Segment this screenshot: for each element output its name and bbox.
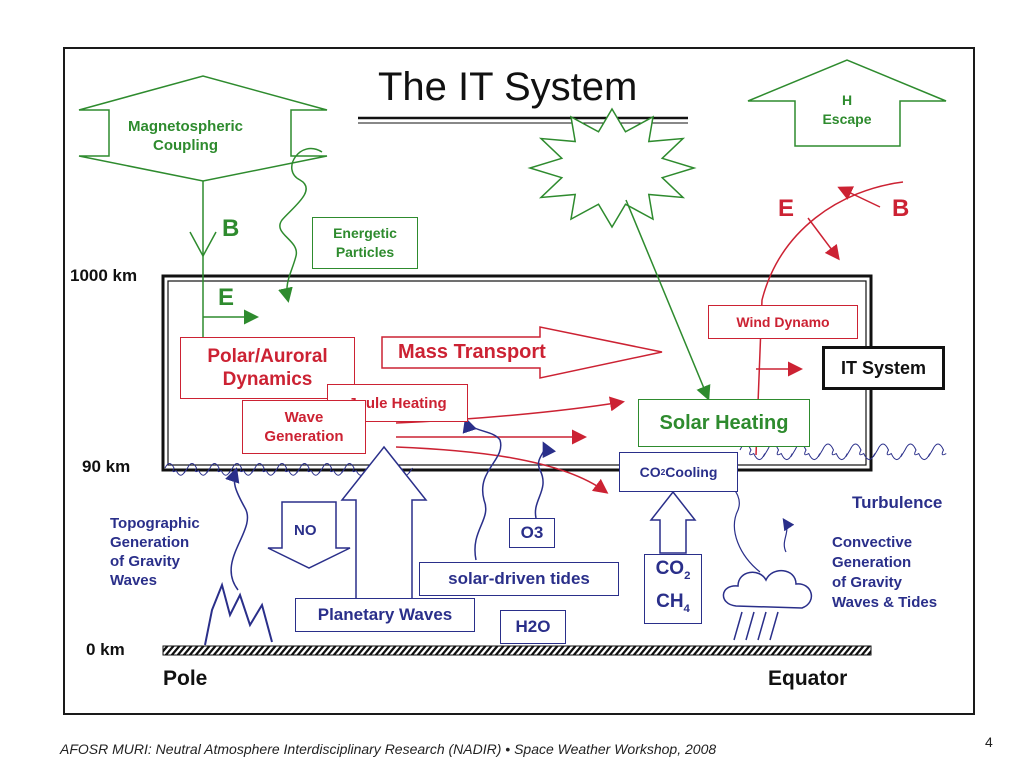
heat-arrow-3 [395, 446, 609, 494]
ground-hatch [162, 645, 872, 656]
footer-text: AFOSR MURI: Neutral Atmosphere Interdisc… [60, 741, 717, 757]
b-green-label: B [222, 215, 240, 242]
page-number: 4 [985, 734, 993, 750]
h-escape-shape [747, 59, 947, 147]
turbulence-right [739, 443, 947, 461]
it-system-box: IT System [822, 346, 945, 390]
o3-box: O3 [509, 518, 555, 548]
e-green-label: E [218, 284, 235, 311]
polar-auroral-box: Polar/Auroral Dynamics [180, 337, 355, 399]
no-label: NO [294, 522, 317, 539]
h2o-box: H2O [500, 610, 566, 644]
energetic-squiggle [278, 147, 323, 303]
b-red-arrow [837, 186, 881, 208]
co2-ch4-box: CO2 CH4 [644, 554, 702, 624]
turbulence-label: Turbulence [852, 493, 943, 512]
wave-generation-box: Wave Generation [242, 400, 366, 454]
wind-dynamo-box: Wind Dynamo [708, 305, 858, 339]
topo-wave [225, 467, 249, 591]
planetary-up-arrow [340, 445, 428, 601]
topographic-label: Topographic Generation of Gravity Waves [110, 515, 200, 589]
cloud-icon [722, 570, 813, 609]
b-red-label: B [892, 195, 910, 222]
mass-transport-label: Mass Transport [398, 341, 546, 363]
solar-heating-box: Solar Heating [638, 399, 810, 447]
solar-ray [625, 199, 711, 401]
b-arrowhead [189, 231, 217, 258]
mass-transport-shape [381, 326, 663, 379]
altitude-1000km: 1000 km [70, 266, 138, 285]
no-arrow-shape [267, 501, 351, 569]
e-red-label: E [778, 195, 795, 222]
solar-driven-tides-box: solar-driven tides [419, 562, 619, 596]
co2-up-arrow [649, 490, 697, 554]
magnetospheric-shape [78, 75, 328, 182]
tide-wave-2 [534, 441, 557, 519]
mountain-icon [204, 581, 273, 646]
e-red-arrow [807, 217, 840, 261]
tide-wave-1 [462, 417, 502, 561]
energetic-particles-box: Energetic Particles [312, 217, 418, 269]
sun-icon [527, 107, 697, 229]
magnetospheric-label: Magnetospheric Coupling [128, 118, 244, 154]
h-escape-label: H Escape [822, 92, 872, 127]
rain-lines [733, 611, 779, 641]
pole-label: Pole [163, 667, 208, 690]
equator-label: Equator [768, 667, 848, 690]
altitude-0km: 0 km [86, 640, 125, 659]
altitude-90km: 90 km [82, 457, 131, 476]
page-title: The IT System [378, 65, 638, 109]
convective-label: Convective Generation of Gravity Waves &… [832, 534, 938, 611]
planetary-waves-box: Planetary Waves [295, 598, 475, 632]
convective-wave-2 [782, 518, 795, 553]
